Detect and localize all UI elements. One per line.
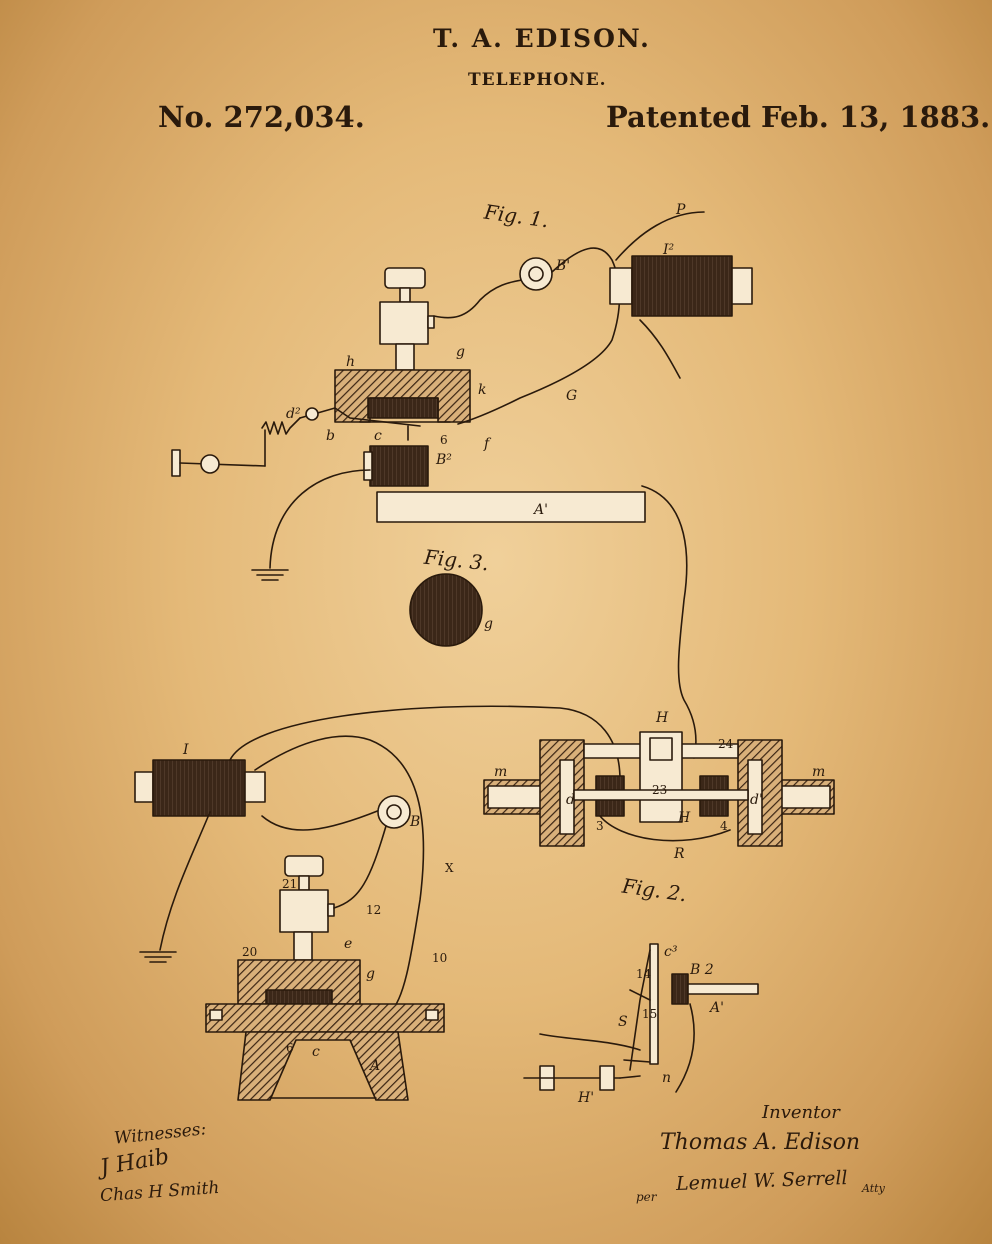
label-c3: c³ xyxy=(664,944,678,960)
label-6-lower: 6 xyxy=(286,1041,294,1055)
label-a: A xyxy=(368,1058,380,1074)
label-g-small: g xyxy=(456,344,465,360)
label-b1: B' xyxy=(555,258,570,274)
label-d2: d² xyxy=(286,406,301,422)
attorney-prefix: per xyxy=(636,1190,657,1204)
patent-number: No. 272,034. xyxy=(158,100,365,134)
label-h-upper: H xyxy=(655,710,669,726)
inventor-name: T. A. EDISON. xyxy=(433,24,651,53)
fig3-disc-drawing xyxy=(409,573,483,647)
label-c: c xyxy=(374,428,382,444)
label-3: 3 xyxy=(596,819,604,833)
label-g-lower: g xyxy=(366,966,375,982)
label-10: 10 xyxy=(432,951,447,965)
label-f: f xyxy=(483,436,492,452)
label-i2: I² xyxy=(662,242,675,258)
label-14: 14 xyxy=(636,967,652,981)
fig2-cross-section-drawing xyxy=(483,731,835,847)
label-23: 23 xyxy=(652,783,667,797)
part-labels: P I² B' G h g k d² b c 6 f B² A' g I B X… xyxy=(182,202,825,1106)
fig2-switch-drawing xyxy=(523,943,759,1093)
label-h: h xyxy=(346,354,355,370)
label-g-fig3: g xyxy=(484,616,493,632)
invention-title: TELEPHONE. xyxy=(468,70,607,90)
label-k: k xyxy=(478,382,486,398)
label-20: 20 xyxy=(242,945,257,959)
label-h-lower: H xyxy=(677,810,691,826)
label-i: I xyxy=(182,742,189,758)
label-r: R xyxy=(673,846,685,862)
label-a1-fig2: A' xyxy=(708,1000,724,1016)
patent-date: Patented Feb. 13, 1883. xyxy=(606,100,991,134)
label-g: G xyxy=(566,388,577,404)
label-d-left: d xyxy=(566,792,575,808)
label-m-left: m xyxy=(494,764,507,780)
label-b: b xyxy=(326,428,335,444)
inventor-signature: Thomas A. Edison xyxy=(660,1130,861,1155)
label-b2-fig2: B 2 xyxy=(689,962,714,978)
label-d-right: d' xyxy=(750,792,763,808)
label-12: 12 xyxy=(366,903,381,917)
label-b-lower: B xyxy=(409,814,420,830)
label-24: 24 xyxy=(718,737,734,751)
inventor-label: Inventor xyxy=(762,1102,840,1123)
attorney-suffix: Atty xyxy=(862,1182,885,1195)
lower-receiver-drawing xyxy=(134,705,621,1101)
label-b2: B² xyxy=(435,452,452,468)
label-h1: H' xyxy=(577,1090,594,1106)
label-6: 6 xyxy=(440,433,448,447)
label-m-right: m xyxy=(812,764,825,780)
label-n: n xyxy=(662,1070,671,1086)
label-e: e xyxy=(344,936,352,952)
label-c-lower: c xyxy=(312,1044,320,1060)
fig1-transmitter-drawing xyxy=(171,211,753,759)
label-a1: A' xyxy=(532,502,548,518)
label-p: P xyxy=(675,202,686,218)
label-21: 21 xyxy=(282,877,297,891)
label-s: S xyxy=(618,1014,628,1030)
label-x: X xyxy=(445,861,454,875)
label-4: 4 xyxy=(720,819,728,833)
label-15: 15 xyxy=(642,1007,657,1021)
